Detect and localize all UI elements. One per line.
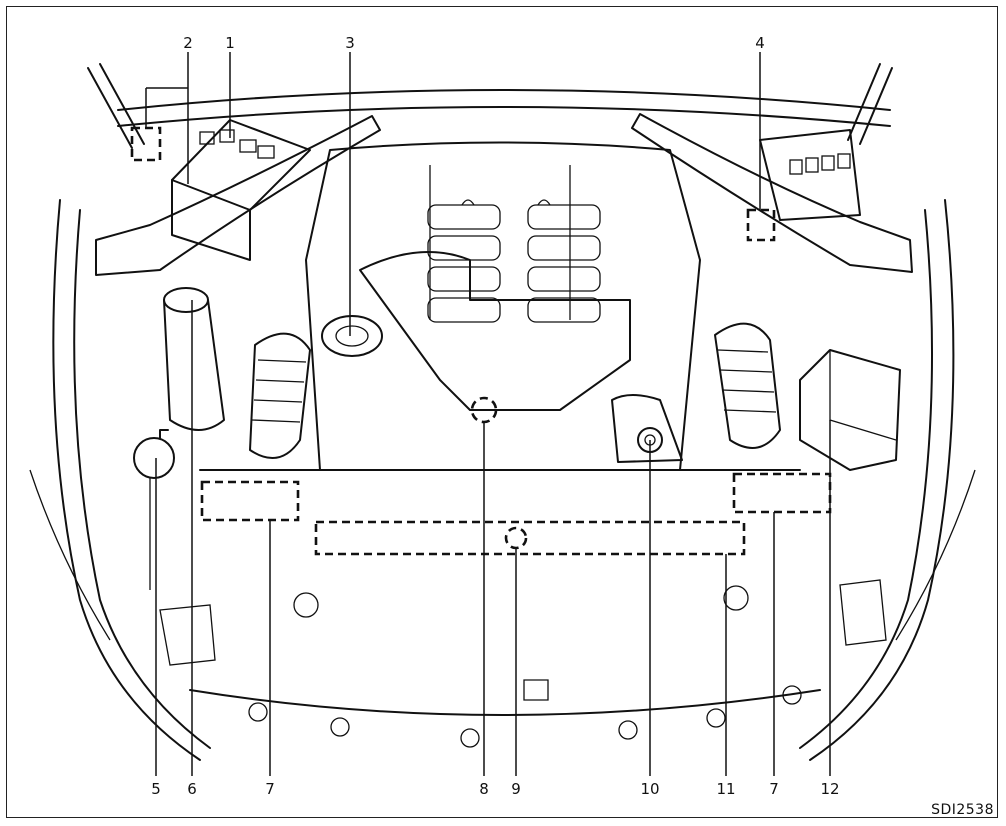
fender-outline bbox=[29, 199, 976, 761]
coil-covers bbox=[427, 204, 601, 323]
callout-4: 4 bbox=[755, 34, 765, 52]
intake-hose-right bbox=[714, 322, 781, 449]
callout-12: 12 bbox=[820, 780, 839, 798]
leader-lines bbox=[145, 52, 831, 776]
dashed-regions bbox=[130, 126, 832, 556]
callout-9: 9 bbox=[511, 780, 521, 798]
diagram-frame bbox=[6, 6, 998, 818]
callout-8: 8 bbox=[479, 780, 489, 798]
callout-2: 2 bbox=[183, 34, 193, 52]
callout-11: 11 bbox=[716, 780, 735, 798]
coolant-reservoir bbox=[163, 287, 225, 431]
callout-7-right: 7 bbox=[769, 780, 779, 798]
radiator-support bbox=[159, 469, 887, 748]
callout-numbers: 1 2 3 4 5 6 7 8 9 10 11 7 12 bbox=[151, 34, 839, 798]
callout-6: 6 bbox=[187, 780, 197, 798]
callout-3: 3 bbox=[345, 34, 355, 52]
oil-filler-cap bbox=[321, 315, 383, 357]
hood-struts bbox=[87, 63, 893, 149]
callout-5: 5 bbox=[151, 780, 161, 798]
engine-cover bbox=[305, 141, 701, 471]
callout-1: 1 bbox=[225, 34, 235, 52]
cowl bbox=[117, 89, 891, 127]
air-filter-box bbox=[799, 349, 901, 471]
battery-area bbox=[171, 119, 311, 261]
callout-7-left: 7 bbox=[265, 780, 275, 798]
callout-10: 10 bbox=[640, 780, 659, 798]
washer-fluid-cap bbox=[133, 429, 175, 590]
oil-dipstick bbox=[611, 394, 683, 463]
intake-hose-left bbox=[249, 332, 311, 459]
relay-area-right bbox=[759, 129, 861, 221]
figure-code: SDI2538 bbox=[931, 802, 994, 818]
